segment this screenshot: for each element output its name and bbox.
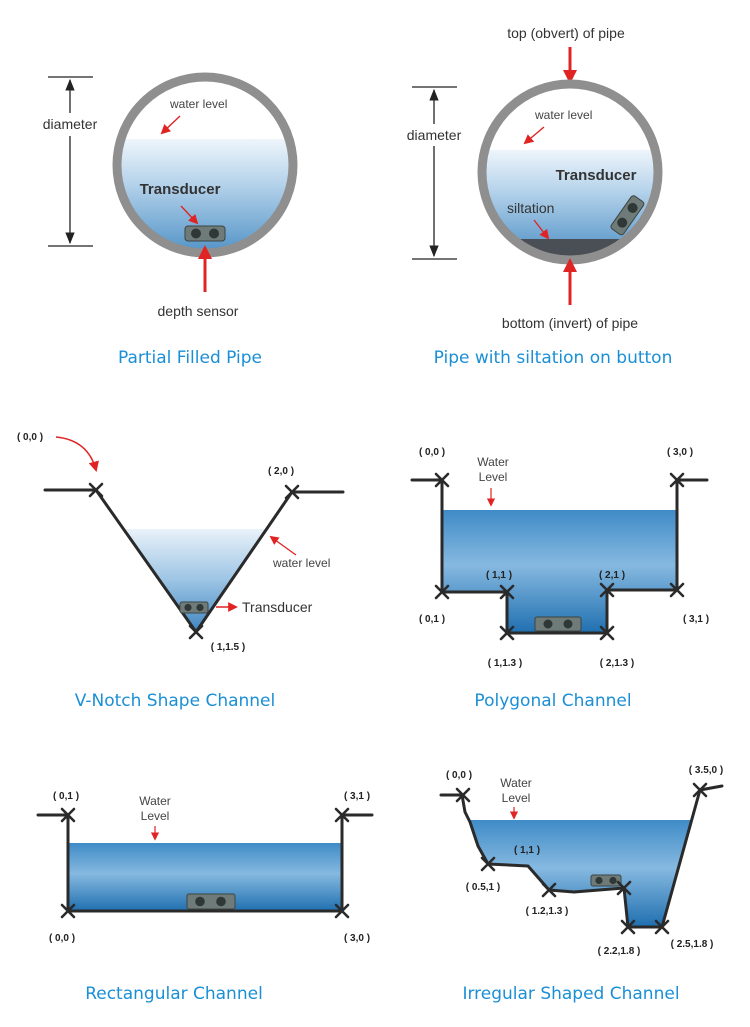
point-label: ( 2,1 ) bbox=[599, 570, 625, 581]
silted-pipe: top (obvert) of pipe diameter water leve… bbox=[407, 25, 673, 368]
point-marker bbox=[88, 482, 300, 640]
water-level-arrow bbox=[523, 126, 545, 145]
point-label: ( 0,1 ) bbox=[419, 614, 445, 625]
water-level-label: Water bbox=[477, 455, 509, 469]
point-label: ( 0,0 ) bbox=[446, 770, 472, 781]
v-notch-channel: ( 0,0 ) ( 2,0 ) ( 1,1.5 ) water level Tr… bbox=[17, 432, 345, 711]
irregular-channel: ( 0,0 ) ( 3.5,0 ) ( 1,1 ) ( 0.5,1 ) ( 1.… bbox=[439, 765, 724, 1004]
water-level-label: Water bbox=[139, 794, 171, 808]
diameter-dimension: diameter bbox=[407, 86, 462, 260]
channel-outline bbox=[36, 813, 374, 913]
transducer-icon bbox=[610, 195, 645, 236]
point-label: ( 3,0 ) bbox=[667, 447, 693, 458]
point-label: ( 2,1.3 ) bbox=[600, 658, 634, 669]
diameter-label: diameter bbox=[43, 116, 98, 132]
siltation-label: siltation bbox=[507, 200, 554, 216]
transducer-label: Transducer bbox=[140, 181, 221, 198]
water-level-arrow bbox=[269, 535, 297, 556]
caption-v-notch: V-Notch Shape Channel bbox=[75, 691, 276, 711]
point-marker bbox=[434, 472, 685, 641]
channel-water bbox=[442, 510, 677, 633]
water-level-label: water level bbox=[534, 108, 592, 122]
point-label: ( 1,1 ) bbox=[486, 570, 512, 581]
bottom-arrow bbox=[563, 258, 577, 305]
bottom-of-pipe-label: bottom (invert) of pipe bbox=[502, 315, 638, 331]
diameter-dimension: diameter bbox=[43, 76, 98, 247]
channel-outline bbox=[410, 478, 709, 635]
point-label: ( 1,1 ) bbox=[514, 845, 540, 856]
transducer-arrow bbox=[180, 205, 199, 225]
water-level-label: Level bbox=[479, 470, 508, 484]
caption-polygonal: Polygonal Channel bbox=[474, 691, 631, 711]
point-label: ( 0,0 ) bbox=[17, 432, 43, 443]
point-label: ( 0,1 ) bbox=[53, 791, 79, 802]
transducer-label: Transducer bbox=[556, 167, 637, 184]
caption-rectangular: Rectangular Channel bbox=[85, 984, 263, 1004]
transducer-icon bbox=[186, 893, 236, 910]
water-level-label: water level bbox=[272, 556, 330, 570]
water-level-arrow bbox=[160, 115, 181, 135]
origin-arrow bbox=[55, 436, 99, 473]
transducer-label: Transducer bbox=[242, 599, 313, 615]
transducer-icon bbox=[590, 874, 622, 887]
point-label: ( 3.5,0 ) bbox=[689, 765, 723, 776]
point-label: ( 0,0 ) bbox=[419, 447, 445, 458]
transducer-icon bbox=[534, 616, 582, 632]
top-arrow bbox=[563, 47, 577, 84]
point-label: ( 1,1.3 ) bbox=[488, 658, 522, 669]
transducer-icon bbox=[179, 601, 209, 614]
point-label: ( 3,1 ) bbox=[683, 614, 709, 625]
water-level-label: water level bbox=[169, 97, 227, 111]
caption-partial-filled-pipe: Partial Filled Pipe bbox=[118, 348, 262, 368]
caption-silted-pipe: Pipe with siltation on button bbox=[434, 348, 673, 368]
water-level-label: Water bbox=[500, 776, 532, 790]
channel-water bbox=[123, 529, 265, 632]
point-label: ( 2,0 ) bbox=[268, 466, 294, 477]
point-label: ( 3,0 ) bbox=[344, 933, 370, 944]
transducer-icon bbox=[184, 225, 226, 242]
caption-irregular: Irregular Shaped Channel bbox=[462, 984, 679, 1004]
partial-filled-pipe: diameter water level Transducer depth se… bbox=[43, 72, 298, 368]
depth-sensor-arrow bbox=[198, 245, 212, 292]
water-level-label: Level bbox=[141, 809, 170, 823]
point-label: ( 1.2,1.3 ) bbox=[526, 906, 569, 917]
point-label: ( 0,0 ) bbox=[49, 933, 75, 944]
rectangular-channel: ( 0,1 ) ( 3,1 ) ( 0,0 ) ( 3,0 ) Water Le… bbox=[36, 791, 374, 1004]
point-marker bbox=[60, 807, 350, 919]
point-label: ( 3,1 ) bbox=[344, 791, 370, 802]
point-label: ( 0.5,1 ) bbox=[466, 882, 500, 893]
siltation-arrow bbox=[533, 219, 550, 240]
depth-sensor-label: depth sensor bbox=[158, 303, 239, 319]
point-marker bbox=[455, 782, 708, 935]
channel-water bbox=[470, 820, 692, 927]
diameter-label: diameter bbox=[407, 127, 462, 143]
polygonal-channel: ( 0,0 ) ( 3,0 ) ( 1,1 ) ( 2,1 ) ( 0,1 ) … bbox=[410, 447, 709, 711]
point-label: ( 2.5,1.8 ) bbox=[671, 939, 714, 950]
point-label: ( 1,1.5 ) bbox=[211, 642, 245, 653]
top-of-pipe-label: top (obvert) of pipe bbox=[507, 25, 625, 41]
point-label: ( 2.2,1.8 ) bbox=[598, 946, 641, 957]
channel-outline bbox=[439, 784, 724, 929]
water-level-label: Level bbox=[502, 791, 531, 805]
